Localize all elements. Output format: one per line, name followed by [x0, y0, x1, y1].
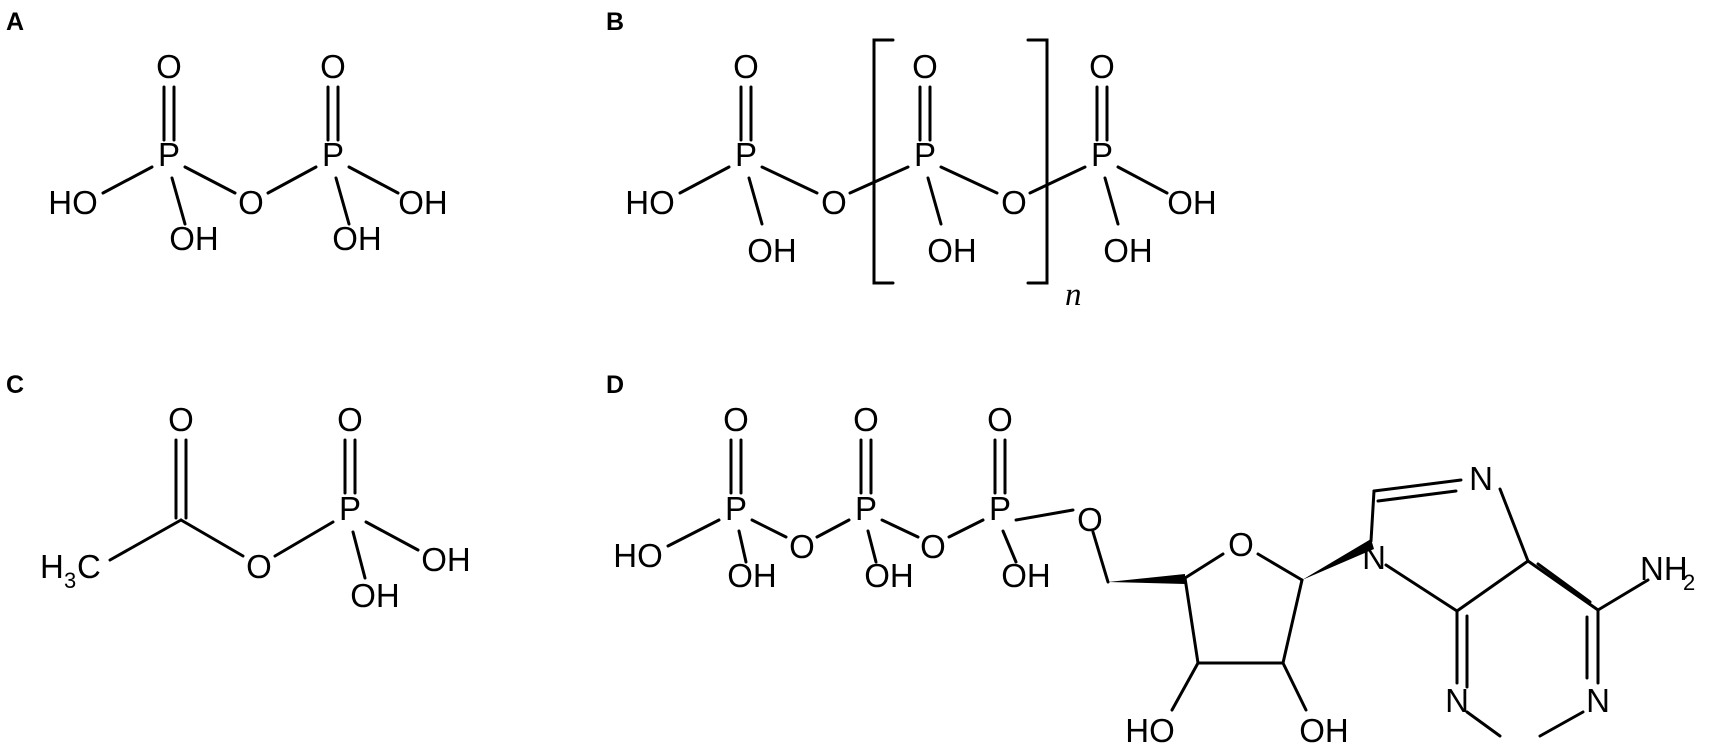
atom-ho: HO	[48, 184, 98, 221]
atom-ho: HO	[1125, 712, 1175, 749]
atom-oh: OH	[1103, 232, 1153, 269]
atom-o: O	[246, 548, 272, 585]
atom-ho: HO	[613, 537, 663, 574]
atom-oh: OH	[421, 541, 471, 578]
atom-oh: OH	[747, 232, 797, 269]
atom-oh: OH	[350, 577, 400, 614]
panel-a-bonds	[101, 85, 400, 226]
amino-group: NH 2	[1640, 550, 1695, 595]
atom-n: N	[1445, 682, 1469, 719]
panel-label-a: A	[6, 8, 24, 36]
atom-p: P	[322, 136, 344, 173]
panel-d-bonds	[666, 438, 1650, 738]
atom-p: P	[158, 136, 180, 173]
atom-o: O	[156, 48, 182, 85]
atom-o: O	[168, 401, 194, 438]
atom-o: O	[723, 401, 749, 438]
wedge-bond	[1108, 574, 1185, 584]
atom-o: O	[821, 184, 847, 221]
atom-o: O	[853, 401, 879, 438]
atom-oh: OH	[332, 220, 382, 257]
atom-p: P	[735, 136, 757, 173]
atom-oh: OH	[1167, 184, 1217, 221]
atom-n: N	[1586, 682, 1610, 719]
atom-n: N	[1469, 460, 1493, 497]
atom-oh: OH	[864, 557, 914, 594]
atom-c: C	[77, 548, 101, 585]
atom-p: P	[855, 490, 877, 527]
atom-h: H	[40, 548, 64, 585]
panel-label-b: B	[606, 8, 624, 36]
atom-oh: OH	[1001, 557, 1051, 594]
atom-p: P	[339, 490, 361, 527]
atom-oh: OH	[1299, 712, 1349, 749]
panel-label-c: C	[6, 371, 24, 399]
atom-o: O	[1001, 184, 1027, 221]
atom-oh: OH	[169, 220, 219, 257]
atom-oh: OH	[398, 184, 448, 221]
atom-p: P	[725, 490, 747, 527]
atom-oh: OH	[927, 232, 977, 269]
atom-p: P	[914, 136, 936, 173]
subscript-3: 3	[64, 568, 76, 593]
panel-b-bonds	[678, 38, 1169, 285]
atom-o: O	[1228, 526, 1254, 563]
atom-o: O	[238, 184, 264, 221]
atom-n: N	[1362, 539, 1386, 576]
panel-d: D	[606, 371, 1695, 749]
atom-o: O	[733, 48, 759, 85]
panel-c-bonds	[108, 438, 420, 580]
atom-ho: HO	[625, 184, 675, 221]
wedge-bond	[1302, 539, 1374, 580]
panel-label-d: D	[606, 371, 624, 399]
atom-o: O	[320, 48, 346, 85]
atom-o: O	[1077, 501, 1103, 538]
atom-o: O	[987, 401, 1013, 438]
atom-o: O	[337, 401, 363, 438]
panel-b: B O O O P P P O O HO OH	[606, 8, 1217, 313]
atom-o: O	[789, 528, 815, 565]
atom-o: O	[912, 48, 938, 85]
panel-c: C O O P O OH OH H 3 C	[6, 371, 471, 614]
atom-nh: NH	[1640, 550, 1688, 587]
atom-p: P	[1091, 136, 1113, 173]
atom-o: O	[1089, 48, 1115, 85]
atom-oh: OH	[727, 557, 777, 594]
atom-p: P	[989, 490, 1011, 527]
methyl-group: H 3 C	[40, 548, 101, 593]
repeat-n-label: n	[1065, 277, 1082, 313]
subscript-2: 2	[1683, 570, 1695, 595]
panel-a: A O O P P O HO OH OH OH	[6, 8, 448, 257]
atom-o: O	[920, 528, 946, 565]
